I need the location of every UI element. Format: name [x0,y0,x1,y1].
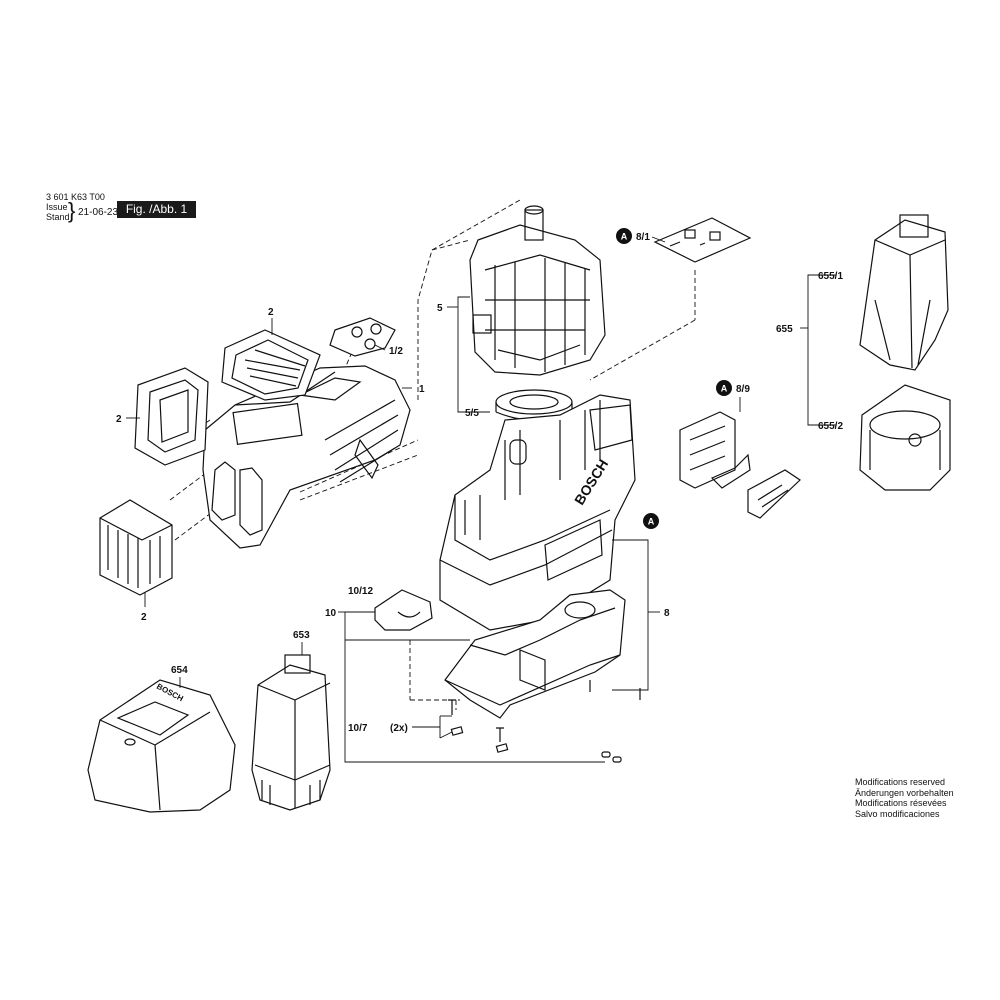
callout-8-1: 8/1 [636,232,650,243]
part-655-1-adapter-shell [859,214,949,371]
callout-1-2: 1/2 [389,346,403,357]
marker-a-2: A [716,380,732,396]
marker-a-3-label: A [648,517,655,527]
note-line: Modifications reserved [855,777,946,787]
callout-5-5: 5/5 [465,408,479,419]
brace-icon: } [68,198,76,223]
part-655-2-adapter-base [859,384,951,491]
part-8-main-housing [439,394,636,631]
marker-a-1-label: A [621,232,628,242]
document-number: 3 601 K63 T00 [46,192,105,202]
callout-2-bottom: 2 [141,612,147,623]
part-2-window-top [221,329,321,401]
part-5-laser-module [469,205,606,376]
part-654-charger [87,679,236,813]
marker-a-2-label: A [721,384,728,394]
issue-date: 21-06-23 [78,207,119,218]
issue-labels: Issue Stand [46,202,70,222]
callout-8: 8 [664,608,670,619]
callout-leaders [126,236,836,763]
part-2-window-left [134,367,209,466]
part-10-7-screws [448,680,641,763]
part-2-window-bottom [99,499,173,596]
part-1-housing-cover [202,365,411,549]
part-10-base [444,589,626,719]
note-line: Änderungen vorbehalten [855,787,954,798]
callout-10-12: 10/12 [348,586,373,597]
callout-653: 653 [293,630,310,641]
modification-notes: Modifications reserved Änderungen vorbeh… [855,777,954,819]
part-8-1-pcb [653,217,752,263]
part-8-9-contact-set [679,411,801,519]
marker-a-3: A [643,513,659,529]
callout-5: 5 [437,303,443,314]
part-10-12-bracket [374,589,433,631]
callout-654: 654 [171,665,188,676]
callout-2-top: 2 [268,307,274,318]
callout-2-left: 2 [116,414,122,425]
callout-10-7: 10/7 [348,723,368,734]
assembly-guide-lines [159,199,696,710]
stand-label: Stand [46,212,70,222]
marker-a-1: A [616,228,632,244]
callout-1: 1 [419,384,425,395]
part-1-2-label-plate [329,317,396,357]
figure-label: Fig. /Abb. 1 [117,201,196,218]
note-line: Modifications résevées [855,798,947,808]
callout-655-2: 655/2 [818,421,843,432]
note-line: Salvo modificaciones [855,808,940,819]
issue-label: Issue [46,202,68,212]
callout-10: 10 [325,608,337,619]
part-653-battery [251,654,331,811]
callout-10-7-quantity: (2x) [390,723,408,734]
callout-8-9: 8/9 [736,384,750,395]
callout-655: 655 [776,324,793,335]
callout-655-1: 655/1 [818,271,843,282]
